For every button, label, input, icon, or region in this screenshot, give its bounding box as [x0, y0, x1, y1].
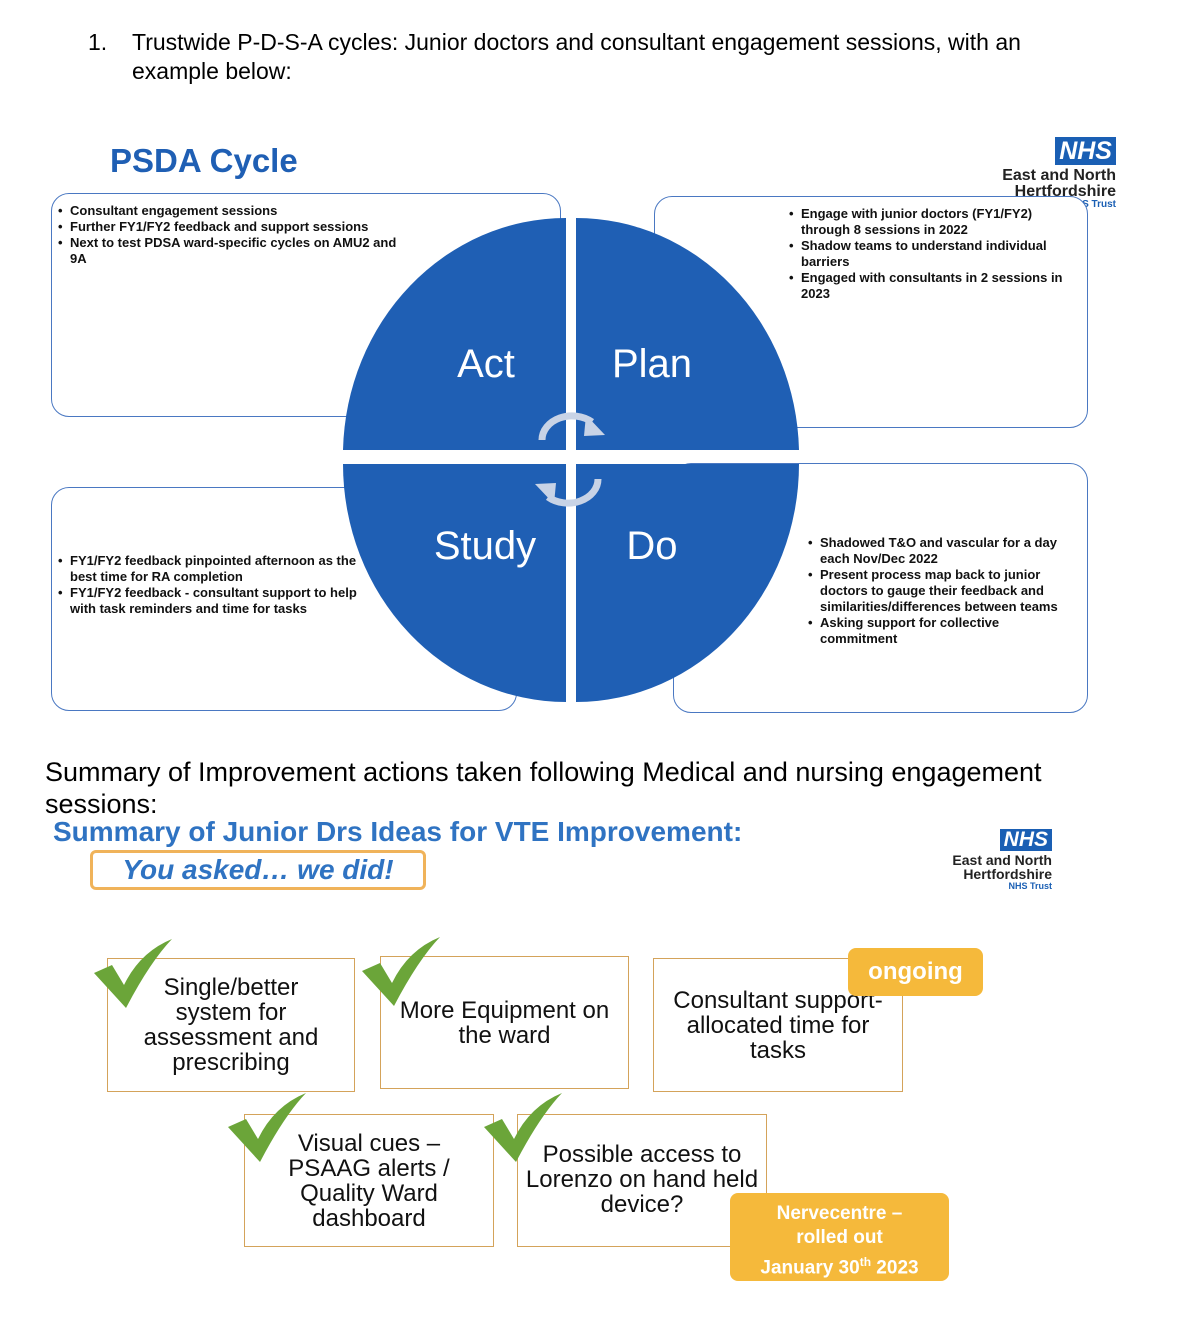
- pdsa-cycle-diagram: [343, 217, 799, 702]
- nhs-badge: NHS: [1055, 137, 1116, 165]
- ongoing-tag: ongoing: [848, 948, 983, 996]
- nhs-badge-small: NHS: [999, 829, 1052, 851]
- do-label: Do: [626, 524, 678, 568]
- idea-text: Single/better system for assessment and …: [143, 974, 319, 1076]
- note-bullet: Shadow teams to understand individual ba…: [787, 238, 1073, 270]
- idea-card-visual-cues: Visual cues – PSAAG alerts / Quality War…: [244, 1114, 494, 1247]
- cycle-arrow-head-bottom: [535, 483, 556, 504]
- note-bullet: Next to test PDSA ward-specific cycles o…: [56, 235, 400, 267]
- nhs-name-small-line2: Hertfordshire: [963, 866, 1052, 882]
- note-bullet: Further FY1/FY2 feedback and support ses…: [56, 219, 400, 235]
- nervecentre-line3: January 30th 2023: [760, 1255, 919, 1279]
- idea-text: Consultant support- allocated time for t…: [673, 986, 883, 1064]
- study-label: Study: [433, 524, 537, 568]
- plan-label: Plan: [611, 342, 693, 386]
- psda-title: PSDA Cycle: [110, 142, 298, 179]
- idea-text: More Equipment on the ward: [399, 996, 610, 1049]
- study-notes-list: FY1/FY2 feedback pinpointed afternoon as…: [56, 553, 366, 617]
- idea-card-equipment: More Equipment on the ward: [380, 956, 629, 1089]
- idea-text: Visual cues – PSAAG alerts / Quality War…: [288, 1129, 450, 1232]
- do-notes-list: Shadowed T&O and vascular for a day each…: [806, 535, 1077, 647]
- plan-notes-list: Engage with junior doctors (FY1/FY2) thr…: [787, 206, 1073, 302]
- nhs-logo-small: NHS East and North Hertfordshire NHS Tru…: [912, 829, 1052, 892]
- section-heading-text: Trustwide P-D-S-A cycles: Junior doctors…: [132, 29, 1021, 84]
- cycle-arrows-icon: [538, 412, 602, 507]
- idea-card-lorenzo: Possible access to Lorenzo on hand held …: [517, 1114, 767, 1247]
- nhs-trust-small: NHS Trust: [1008, 881, 1052, 891]
- note-bullet: Engaged with consultants in 2 sessions i…: [787, 270, 1073, 302]
- nhs-logo: NHS East and North Hertfordshire NHS Tru…: [896, 137, 1116, 211]
- cycle-arrow-head-top: [584, 415, 605, 436]
- act-notes-list: Consultant engagement sessionsFurther FY…: [56, 203, 400, 267]
- nhs-trust-label: NHS Trust: [1067, 199, 1116, 210]
- summary-heading: Summary of Improvement actions taken fol…: [45, 757, 1042, 819]
- idea-card-single-system: Single/better system for assessment and …: [107, 958, 355, 1092]
- act-label: Act: [457, 342, 515, 386]
- check-mark-icon: [94, 939, 172, 1008]
- note-bullet: Asking support for collective commitment: [806, 615, 1077, 647]
- nervecentre-tag: Nervecentre – rolled out January 30th 20…: [730, 1193, 949, 1281]
- nervecentre-line2: rolled out: [796, 1227, 883, 1248]
- note-bullet: Engage with junior doctors (FY1/FY2) thr…: [787, 206, 1073, 238]
- idea-text: Possible access to Lorenzo on hand held …: [525, 1141, 759, 1218]
- section-number: 1.: [88, 29, 108, 55]
- check-mark-icon: [484, 1093, 562, 1162]
- note-bullet: Present process map back to junior docto…: [806, 567, 1077, 615]
- nhs-name-small-line1: East and North: [952, 852, 1052, 868]
- do-quadrant-fill: [576, 464, 799, 702]
- you-asked-banner: You asked… we did!: [90, 850, 426, 890]
- nervecentre-line1: Nervecentre –: [776, 1203, 903, 1224]
- nhs-name-line2: Hertfordshire: [1014, 183, 1116, 200]
- plan-quadrant: [576, 217, 799, 450]
- act-quadrant: [343, 217, 566, 450]
- note-bullet: Shadowed T&O and vascular for a day each…: [806, 535, 1077, 567]
- check-mark-icon: [228, 1093, 306, 1162]
- note-bullet: FY1/FY2 feedback - consultant support to…: [56, 585, 366, 617]
- note-bullet: FY1/FY2 feedback pinpointed afternoon as…: [56, 553, 366, 585]
- nhs-name-line1: East and North: [1002, 167, 1116, 184]
- study-quadrant: [343, 464, 566, 702]
- junior-ideas-title: Summary of Junior Drs Ideas for VTE Impr…: [53, 816, 743, 847]
- check-mark-icon: [362, 937, 440, 1006]
- note-bullet: Consultant engagement sessions: [56, 203, 400, 219]
